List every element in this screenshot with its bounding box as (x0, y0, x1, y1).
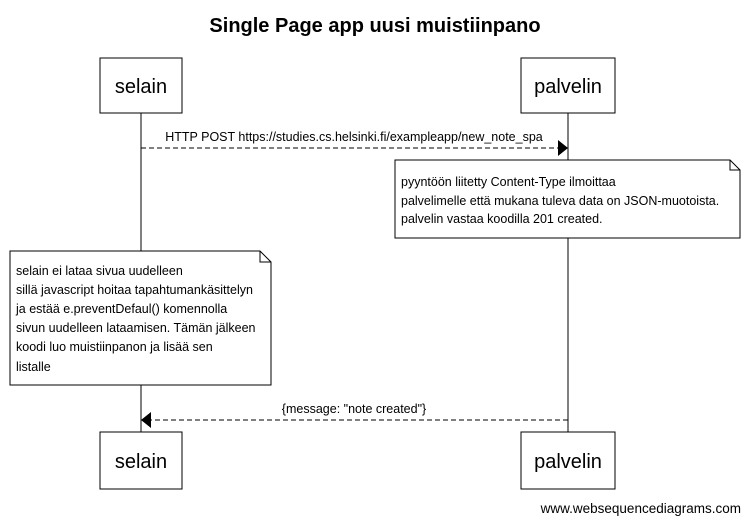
participant-browser-top: selain (99, 57, 183, 114)
note-browser-line-4: sivun uudelleen lataamisen. Tämän jälkee… (16, 321, 256, 335)
message-post-request-arrowhead (558, 140, 568, 156)
note-browser-line-2: sillä javascript hoitaa tapahtumankäsitt… (16, 283, 253, 297)
participant-server-top-label: palvelin (534, 76, 602, 98)
message-post-request: HTTP POST https://studies.cs.helsinki.fi… (141, 130, 568, 156)
participant-browser-top-label: selain (115, 76, 167, 98)
participant-browser-bottom: selain (99, 431, 183, 490)
note-browser-line-5: koodi luo muistiinpanon ja lisää sen (16, 340, 213, 354)
message-post-request-label: HTTP POST https://studies.cs.helsinki.fi… (165, 130, 543, 144)
participant-server-top: palvelin (520, 57, 616, 114)
note-browser: selain ei lataa sivua uudelleen sillä ja… (9, 250, 272, 386)
footer-link[interactable]: www.websequencediagrams.com (540, 501, 741, 516)
participant-server-bottom-label: palvelin (534, 451, 602, 473)
message-response-label: {message: "note created"} (282, 402, 426, 416)
note-browser-line-3: ja estää e.preventDefaul() komennolla (15, 302, 227, 316)
note-server: pyyntöön liitetty Content-Type ilmoittaa… (394, 159, 741, 239)
note-server-line-2: palvelimelle että mukana tuleva data on … (401, 194, 719, 208)
note-server-line-1: pyyntöön liitetty Content-Type ilmoittaa (401, 175, 616, 189)
message-response: {message: "note created"} (141, 402, 568, 428)
message-response-arrowhead (141, 412, 151, 428)
note-browser-line-6: listalle (16, 360, 51, 374)
note-browser-line-1: selain ei lataa sivua uudelleen (16, 264, 183, 278)
diagram-title: Single Page app uusi muistiinpano (209, 15, 540, 37)
participant-server-bottom: palvelin (520, 431, 616, 490)
participant-browser-bottom-label: selain (115, 451, 167, 473)
note-server-line-3: palvelin vastaa koodilla 201 created. (401, 212, 603, 226)
